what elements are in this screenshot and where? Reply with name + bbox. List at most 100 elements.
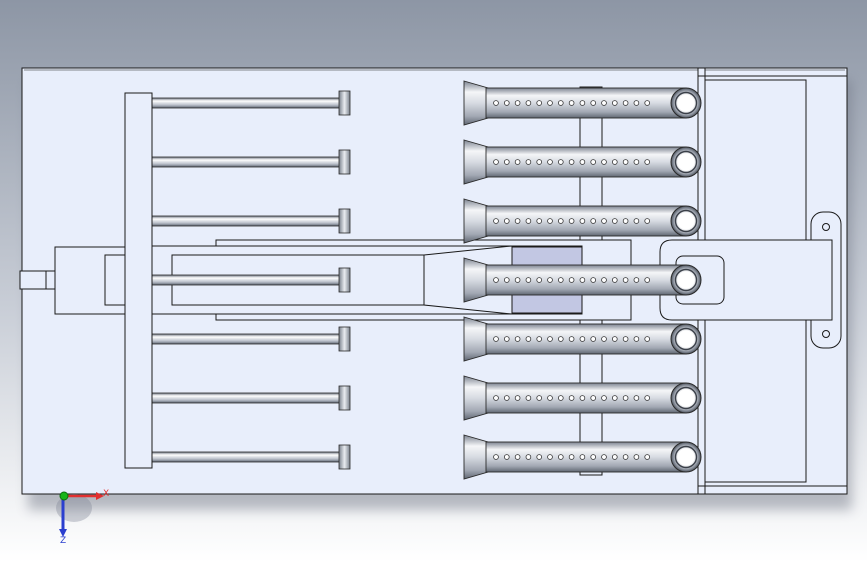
triad-z-label: Z [60,536,66,546]
burner-port [525,218,532,224]
burner-port [525,336,532,342]
burner-port [590,454,596,460]
burner-port [557,100,564,106]
burner-port [633,395,640,401]
burner-port [536,277,542,283]
burner-port [622,159,629,165]
burner-port [547,395,553,401]
burner-tube[interactable] [463,316,702,362]
burner-port [525,454,532,460]
gas-inlet[interactable] [19,270,56,290]
burner-port [547,336,553,342]
burner-port [633,336,640,342]
burner-tube[interactable] [463,434,702,480]
valve-rods[interactable] [151,90,351,470]
burner-port [514,100,521,106]
burner-port [568,395,575,401]
burner-port [514,454,521,460]
burner-port [503,100,510,106]
burner-tubes[interactable] [463,80,702,480]
front-panel[interactable] [19,246,126,315]
burner-port [633,454,640,460]
burner-port [568,100,575,106]
burner-port [633,218,640,224]
burner-port [611,454,618,460]
burner-port [579,277,586,283]
burner-port [547,159,553,165]
burner-port [514,218,521,224]
burner-port [611,336,618,342]
burner-port [514,159,521,165]
burner-port [536,395,542,401]
control-bar[interactable] [124,92,153,469]
burner-port [503,159,510,165]
burner-port [536,100,542,106]
burner-port [568,159,575,165]
burner-port [622,277,629,283]
burner-port [611,277,618,283]
burner-port [644,277,650,283]
burner-port [503,454,510,460]
burner-port [514,336,521,342]
burner-port [590,159,596,165]
triad-x-label: X [103,489,109,499]
burner-port [622,454,629,460]
burner-port [579,336,586,342]
burner-port [611,218,618,224]
burner-port [579,159,586,165]
burner-port [503,395,510,401]
burner-port [493,218,499,224]
burner-port [493,454,499,460]
burner-port [536,159,542,165]
burner-port [644,454,650,460]
burner-port [547,218,553,224]
burner-port [590,395,596,401]
burner-port [493,100,499,106]
burner-port [557,454,564,460]
burner-port [503,336,510,342]
burner-port [579,395,586,401]
burner-port [568,336,575,342]
burner-port [622,218,629,224]
burner-port [557,277,564,283]
burner-port [633,159,640,165]
burner-port [557,218,564,224]
burner-port [601,454,607,460]
burner-port [503,277,510,283]
burner-port [601,395,607,401]
burner-port [601,218,607,224]
burner-port [644,159,650,165]
burner-port [493,395,499,401]
burner-port [601,277,607,283]
burner-port [557,336,564,342]
burner-port [568,218,575,224]
burner-tube[interactable] [463,139,702,185]
burner-port [590,100,596,106]
burner-port [611,395,618,401]
burner-port [503,218,510,224]
burner-port [590,336,596,342]
burner-port [622,395,629,401]
burner-port [536,336,542,342]
burner-port [644,395,650,401]
burner-port [644,218,650,224]
burner-tube[interactable] [463,80,702,126]
burner-tube[interactable] [463,198,702,244]
burner-port [601,336,607,342]
burner-port [493,277,499,283]
burner-tube[interactable] [463,375,702,421]
burner-port [525,159,532,165]
burner-tube[interactable] [463,257,702,303]
burner-port [579,100,586,106]
coordinate-triad-icon: X Z [56,489,109,546]
burner-port [644,336,650,342]
burner-port [547,100,553,106]
burner-port [633,100,640,106]
burner-port [493,336,499,342]
burner-port [514,395,521,401]
burner-port [568,454,575,460]
burner-port [525,277,532,283]
burner-port [536,218,542,224]
burner-port [557,159,564,165]
